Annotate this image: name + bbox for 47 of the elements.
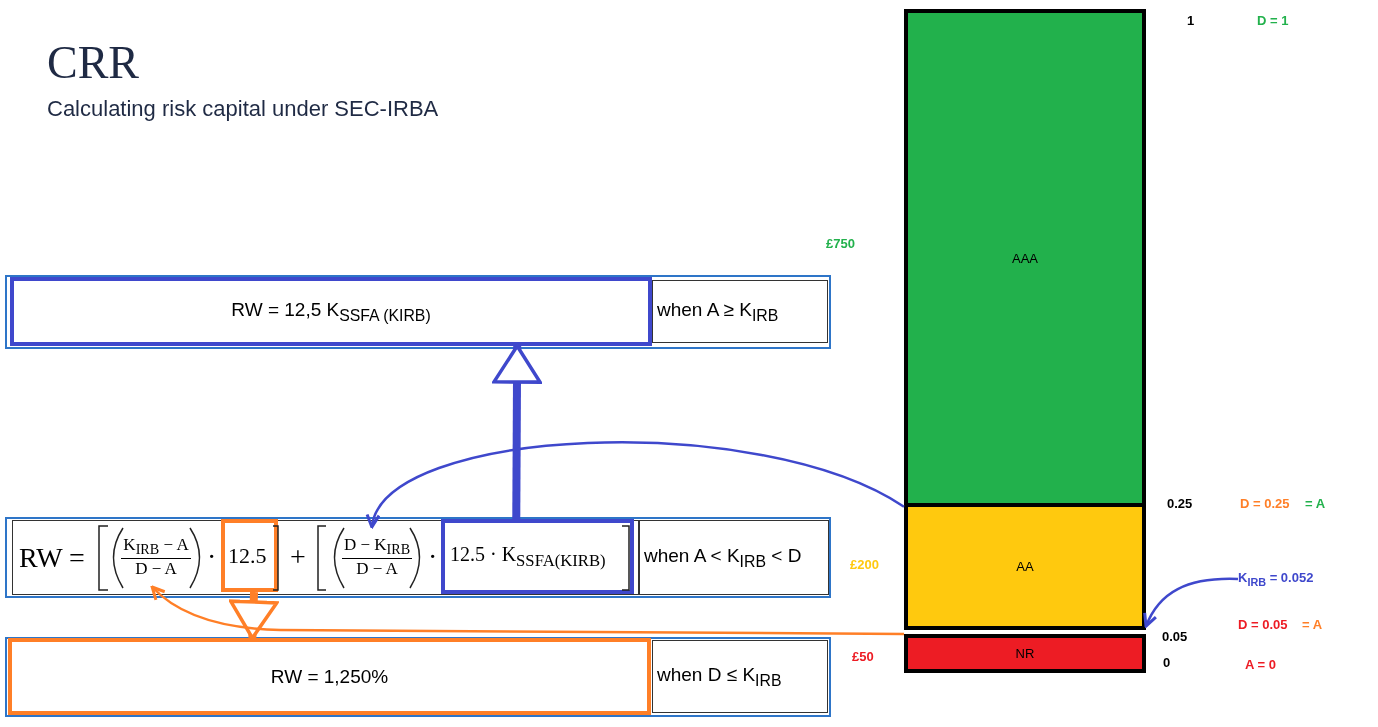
numerator: K$_{IRB}$ − A: [121, 534, 191, 560]
boundary-label: A = 0: [1245, 658, 1276, 671]
operator: ·: [207, 543, 217, 571]
highlight-box: [441, 519, 634, 594]
parameter-label: K$_{IRB}$ = 0.052: [1238, 570, 1348, 588]
formula-term: 12.5 · K$_{SSFA(KIRB)}$: [450, 542, 606, 571]
operator: ·: [428, 543, 438, 571]
boundary-label: = A: [1305, 497, 1326, 510]
formula-text: RW = 1,250%: [270, 665, 389, 688]
tranche-label: AAA: [1012, 250, 1038, 266]
tranche-bar: [904, 634, 1146, 673]
arrow: [150, 585, 904, 636]
scale-value: 0.05: [1162, 630, 1188, 643]
boundary-label: = A: [1302, 618, 1323, 631]
condition-text: when A ≥ K$_{IRB}$: [657, 298, 779, 325]
denominator: D − A: [356, 559, 398, 580]
formula-box: [10, 277, 652, 346]
arrow: [1143, 577, 1238, 628]
formula-box: [8, 638, 651, 715]
boundary-label: D = 0.05: [1238, 618, 1288, 631]
subtitle: Calculating risk capital under SEC-IRBA: [47, 98, 439, 120]
amount-label: £750: [826, 237, 855, 250]
condition-cell: [639, 520, 829, 595]
formula-text: RW =: [19, 541, 85, 574]
slide-title: CRR: [47, 40, 140, 86]
boundary-label: D = 0.25: [1240, 497, 1290, 510]
formula-text: RW = 12,5 K$_{SSFA (KIRB)}$: [231, 298, 431, 325]
scale-value: 0: [1163, 656, 1171, 669]
boundary-label: D = 1: [1257, 14, 1289, 27]
condition-text: when A < K$_{IRB}$ < D: [644, 544, 802, 571]
condition-cell: [652, 280, 828, 343]
highlight-box: [221, 519, 278, 592]
condition-text: when D ≤ K$_{IRB}$: [657, 663, 782, 690]
operator: +: [290, 543, 306, 571]
block-arrow: [492, 344, 542, 520]
block-arrow: [228, 591, 279, 640]
formula-cell: [12, 520, 639, 595]
amount-label: £50: [852, 650, 874, 663]
scale-value: 0.25: [1167, 497, 1193, 510]
amount-label: £200: [850, 558, 879, 571]
tranche-label: AA: [1016, 559, 1034, 574]
tranche-label: NR: [1015, 646, 1035, 661]
condition-cell: [652, 640, 828, 713]
scale-value: 1: [1187, 14, 1195, 27]
denominator: D − A: [135, 559, 177, 580]
formula-term: 12.5: [228, 542, 267, 569]
numerator: D − K$_{IRB}$: [341, 534, 413, 560]
